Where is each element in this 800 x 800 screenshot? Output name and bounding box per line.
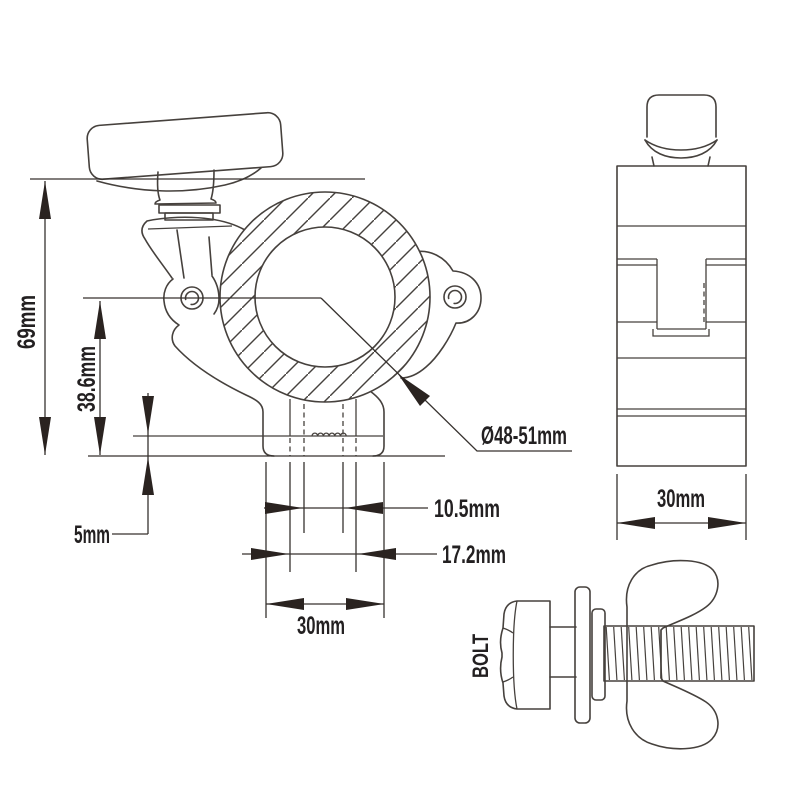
dim-base-width-label: 30mm (297, 612, 345, 640)
right-rivet (443, 285, 467, 309)
lever-arm (141, 216, 246, 279)
lever-arm-face-line (147, 225, 233, 230)
bolt-collar (591, 608, 606, 701)
side-line-3 (617, 408, 746, 417)
base-right-edge (369, 390, 385, 457)
bolt-head-chamfers (502, 627, 514, 683)
thread-symbol (311, 432, 347, 437)
stem-nut (164, 212, 214, 221)
clamp-ring (219, 191, 431, 403)
side-knob (644, 94, 718, 167)
dim-base-lip-label: 5mm (74, 521, 110, 549)
dim-slot-width-label: 17.2mm (442, 541, 506, 569)
dim-total-height-label: 69mm (13, 295, 41, 349)
stem-washer (158, 204, 221, 214)
jaw-ear-and-tail (163, 278, 275, 457)
dim-hole-width-label: 10.5mm (434, 495, 500, 523)
swing-link-right-edge (208, 236, 213, 276)
dimensions: 69mm 38.6mm 5mm Ø48-51mm 10.5mm 17.2mm 3… (13, 178, 747, 678)
bolt-threaded-rod (603, 625, 755, 682)
side-body (616, 165, 747, 467)
bolt-washer (574, 586, 591, 724)
ring-outer-edge (219, 191, 431, 403)
dim-center-height-label: 38.6mm (73, 346, 101, 412)
bolt-view (499, 559, 755, 750)
dim-tube-diameter-label: Ø48-51mm (481, 422, 567, 450)
bolt-hex-head (499, 600, 551, 710)
knob-underside (96, 167, 262, 192)
right-ear (400, 250, 482, 379)
ring-hatched-section (220, 192, 430, 402)
dim-side-width-label: 30mm (657, 485, 705, 513)
ring-bore (254, 226, 396, 368)
side-view-clamp (616, 94, 747, 467)
swing-link-left-edge (176, 229, 185, 279)
diameter-leader (320, 297, 572, 452)
side-shoulder-lines (617, 258, 746, 323)
bolt-label: BOLT (468, 634, 493, 678)
clamp-knob (86, 111, 284, 192)
knob-stem (154, 169, 217, 205)
side-slot (652, 259, 710, 337)
bolt-shank (549, 626, 577, 678)
front-view-clamp (86, 111, 482, 457)
jaw-ear-inner-edge (211, 275, 220, 315)
bolt-head-facet (512, 600, 518, 710)
